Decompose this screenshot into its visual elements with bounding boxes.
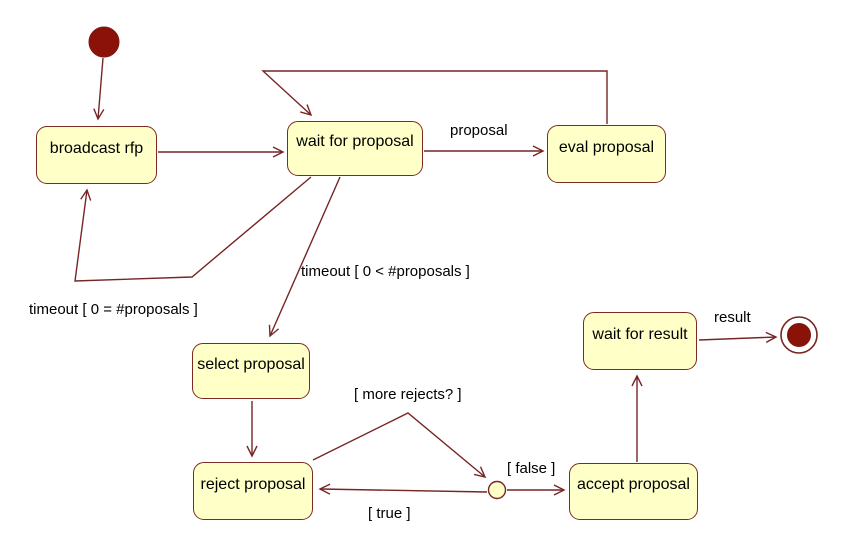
transition-label-false: [ false ]	[507, 460, 556, 477]
transition-label-timeout-zero-less: timeout [ 0 < #proposals ]	[301, 263, 470, 280]
final-state-inner-dot	[787, 323, 811, 347]
choice-junction-node	[487, 480, 507, 500]
transition-reject-proposal-to-choice-junction	[312, 412, 487, 479]
state-wait-for-proposal: wait for proposal	[287, 121, 423, 176]
transition-initial-to-broadcast-rfp	[93, 57, 105, 121]
state-eval-proposal: eval proposal	[547, 125, 666, 183]
state-reject-proposal: reject proposal	[193, 462, 313, 520]
state-wait-for-result: wait for result	[583, 312, 697, 370]
final-state-node	[780, 316, 818, 354]
transition-label-proposal: proposal	[450, 122, 508, 139]
transition-label-more-rejects: [ more rejects? ]	[354, 386, 462, 403]
transition-eval-proposal-to-wait-for-proposal	[261, 70, 608, 124]
transition-label-true: [ true ]	[368, 505, 411, 522]
transition-wait-for-proposal-to-broadcast-rfp	[74, 176, 312, 282]
transition-label-result: result	[714, 309, 751, 326]
transition-choice-junction-to-reject-proposal	[318, 483, 488, 495]
transition-label-timeout-zero-equals: timeout [ 0 = #proposals ]	[29, 301, 198, 318]
state-broadcast-rfp: broadcast rfp	[36, 126, 157, 184]
transition-wait-for-proposal-to-select-proposal	[268, 176, 341, 338]
state-accept-proposal: accept proposal	[569, 463, 698, 520]
transition-wait-for-result-to-final	[698, 331, 778, 343]
initial-state-node	[88, 26, 120, 58]
state-select-proposal: select proposal	[192, 343, 310, 399]
